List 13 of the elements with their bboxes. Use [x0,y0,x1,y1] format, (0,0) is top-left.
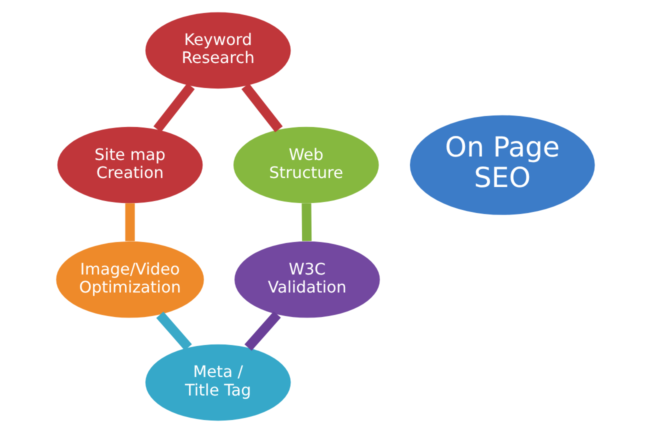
connector [152,83,194,132]
node-ellipse: Image/Video Optimization [56,241,204,318]
connector [244,311,280,351]
node-ellipse: On Page SEO [409,115,594,215]
node-ellipse: Site map Creation [56,126,202,204]
connector [156,312,192,351]
node-ellipse: Keyword Research [144,12,290,89]
connector [301,203,312,242]
connector [124,203,134,242]
connector [240,83,282,132]
node-ellipse: Web Structure [232,126,378,204]
node-ellipse: Meta / Title Tag [144,344,290,421]
node-ellipse: W3C Validation [234,241,380,318]
